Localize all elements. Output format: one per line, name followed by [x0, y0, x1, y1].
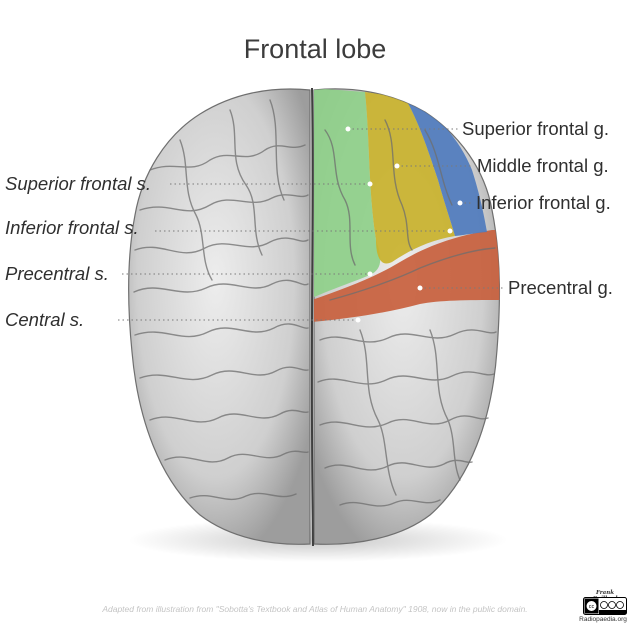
sa-icon [616, 601, 624, 609]
cc-license-badge[interactable]: cc [583, 597, 627, 615]
leader-dots [345, 126, 463, 323]
label-precentral-s: Precentral s. [5, 263, 109, 284]
svg-text:cc: cc [589, 604, 595, 610]
dot-precentral-s [367, 271, 373, 277]
left-hemisphere [128, 88, 311, 545]
gyri-pattern [133, 99, 497, 507]
leader-lines [118, 128, 503, 321]
label-inferior-frontal-g: Inferior frontal g. [476, 192, 611, 213]
dot-middle-frontal-g [394, 163, 400, 169]
label-superior-frontal-s: Superior frontal s. [5, 173, 152, 194]
label-superior-frontal-g: Superior frontal g. [462, 118, 610, 139]
precentral-gyrus-region [314, 230, 500, 322]
page-title: Frontal lobe [243, 34, 387, 64]
inferior-frontal-gyrus-region [405, 98, 487, 236]
middle-frontal-gyrus-region [365, 92, 455, 264]
dot-central-s [355, 317, 361, 323]
attribution-text: Adapted from illustration from "Sobotta'… [102, 604, 528, 614]
label-inferior-frontal-s: Inferior frontal s. [5, 217, 139, 238]
label-central-s: Central s. [5, 309, 85, 330]
dot-precentral-g [417, 285, 423, 291]
site-name: Radiopaedia.org [579, 616, 627, 623]
label-precentral-g: Precentral g. [508, 277, 613, 298]
dot-superior-frontal-g [345, 126, 351, 132]
dot-inferior-frontal-s [447, 228, 453, 234]
label-middle-frontal-g: Middle frontal g. [477, 155, 609, 176]
superior-frontal-gyrus-region [314, 88, 381, 298]
dot-inferior-frontal-g [457, 200, 463, 206]
dot-superior-frontal-s [367, 181, 373, 187]
nc-icon [608, 601, 616, 609]
by-icon [600, 601, 608, 609]
longitudinal-fissure [310, 87, 314, 547]
